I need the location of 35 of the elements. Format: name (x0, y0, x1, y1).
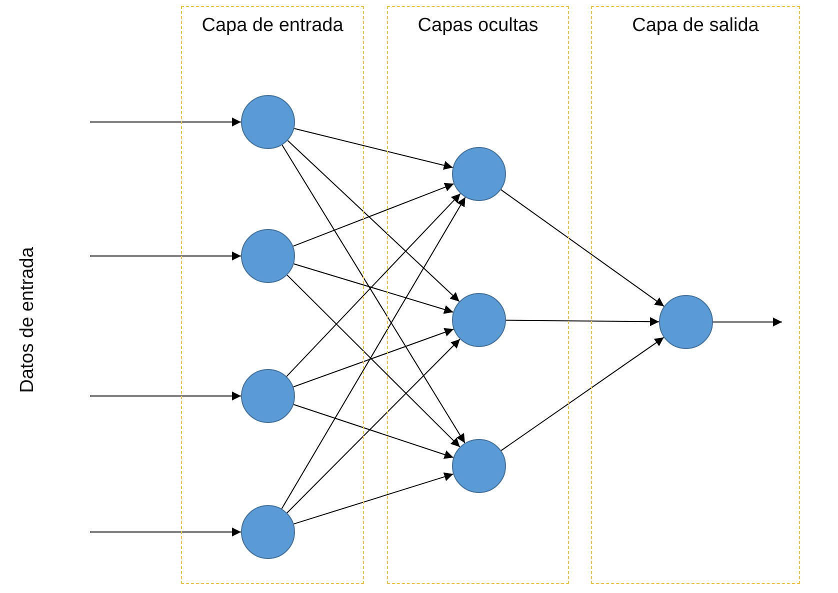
neuron-circle (452, 293, 506, 347)
arrow (281, 196, 466, 510)
arrow (282, 144, 466, 444)
arrow (90, 392, 242, 400)
layer-title: Capa de salida (631, 15, 760, 37)
arrow (287, 140, 460, 302)
arrow (294, 128, 454, 170)
arrow (293, 263, 454, 314)
neuron-circle (241, 95, 295, 149)
arrow (90, 528, 242, 536)
arrow (292, 328, 454, 388)
arrow (286, 193, 461, 377)
neuron-circle (659, 295, 713, 349)
arrow (90, 252, 242, 260)
layer-title: Capas ocultas (416, 15, 540, 37)
layer-panel (387, 6, 569, 584)
arrow (286, 274, 460, 448)
axis-label: Datos de entrada (17, 247, 39, 393)
layer-title: Capa de entrada (200, 15, 344, 37)
neuron-circle (241, 505, 295, 559)
neuron-circle (241, 229, 295, 283)
arrow (293, 472, 454, 524)
layer-panel (181, 6, 364, 584)
neuron-circle (452, 147, 506, 201)
layer-panel (591, 6, 800, 584)
arrow (712, 318, 782, 326)
arrow (90, 118, 242, 126)
arrow (293, 404, 454, 459)
arrow (500, 336, 664, 452)
arrow (292, 182, 454, 247)
arrow (500, 189, 665, 307)
neuron-circle (241, 369, 295, 423)
neuron-circle (452, 439, 506, 493)
arrow (286, 338, 460, 514)
arrow (506, 317, 660, 326)
